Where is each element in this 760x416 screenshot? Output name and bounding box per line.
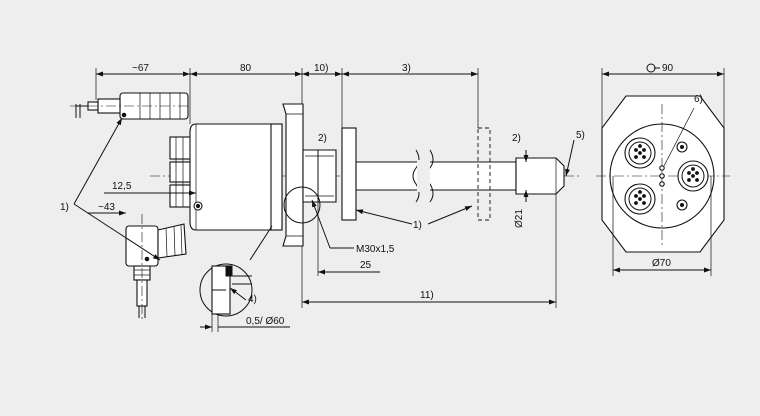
dim-25: 25 bbox=[360, 260, 372, 271]
angled-connector bbox=[125, 214, 187, 320]
dim-10: 10) bbox=[314, 63, 328, 74]
note-1-shaft: 1) bbox=[413, 220, 422, 231]
optional-collar bbox=[477, 127, 491, 221]
break-line-left bbox=[412, 149, 420, 203]
dim-67: ~67 bbox=[132, 63, 149, 74]
dim-21: Ø21 bbox=[514, 209, 525, 228]
wrench-icon bbox=[646, 63, 660, 73]
sensing-shaft bbox=[355, 161, 517, 191]
detail-marker-circle bbox=[283, 186, 321, 224]
note-2-left: 2) bbox=[318, 133, 327, 144]
socket-top bbox=[624, 137, 656, 169]
socket-right bbox=[677, 160, 709, 192]
status-led-2 bbox=[659, 173, 665, 179]
housing-connector-ports bbox=[169, 136, 193, 208]
note-2-right: 2) bbox=[512, 133, 521, 144]
mounting-collar bbox=[341, 127, 357, 221]
status-led-3 bbox=[659, 181, 665, 187]
dimension-labels: ~67 80 10) 3) 90 12,5 ~43 2) 2) 5) 6) 1)… bbox=[60, 63, 703, 327]
threaded-neck bbox=[302, 149, 337, 203]
dim-80: 80 bbox=[240, 63, 252, 74]
dim-3: 3) bbox=[402, 63, 411, 74]
dim-43: ~43 bbox=[98, 202, 115, 213]
socket-bottom bbox=[624, 183, 656, 215]
dim-11: 11) bbox=[420, 290, 434, 301]
hex-flange bbox=[282, 103, 304, 247]
side-view bbox=[70, 92, 580, 247]
note-6: 6) bbox=[694, 94, 703, 105]
encoder-housing bbox=[189, 123, 283, 231]
dim-90: 90 bbox=[662, 63, 674, 74]
dim-05-60: 0,5/ Ø60 bbox=[246, 316, 285, 327]
status-led-1 bbox=[659, 165, 665, 171]
detail-view bbox=[199, 263, 253, 317]
dim-thread: M30x1,5 bbox=[356, 244, 395, 255]
dimension-lines bbox=[73, 68, 725, 332]
dim-12-5: 12,5 bbox=[112, 181, 132, 192]
note-1-left: 1) bbox=[60, 202, 69, 213]
front-view bbox=[596, 95, 730, 253]
note-4: 4) bbox=[248, 294, 257, 305]
note-5: 5) bbox=[576, 130, 585, 141]
shaft-tip bbox=[515, 157, 565, 195]
straight-connector bbox=[70, 92, 190, 120]
dim-70: Ø70 bbox=[652, 258, 671, 269]
